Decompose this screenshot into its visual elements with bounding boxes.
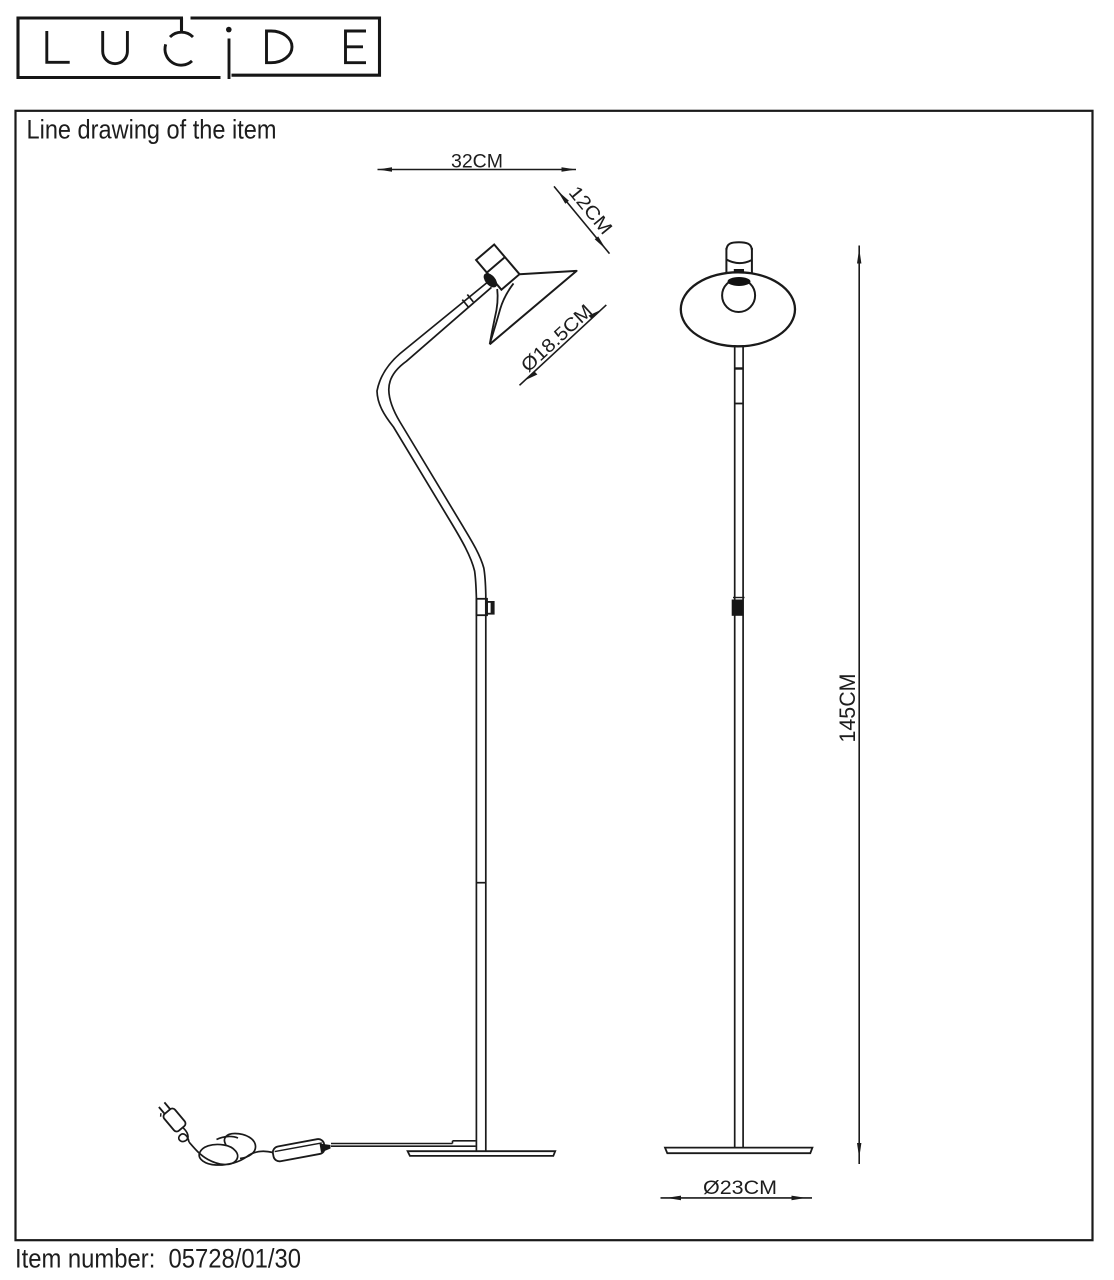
- svg-text:Ø18.5CM: Ø18.5CM: [517, 301, 597, 377]
- svg-text:Line drawing of the item: Line drawing of the item: [27, 115, 277, 145]
- svg-text:Item number: 05728/01/30: Item number: 05728/01/30: [15, 1244, 301, 1274]
- svg-text:145CM: 145CM: [835, 674, 860, 743]
- svg-text:32CM: 32CM: [451, 152, 503, 173]
- svg-text:Ø23CM: Ø23CM: [703, 1177, 777, 1199]
